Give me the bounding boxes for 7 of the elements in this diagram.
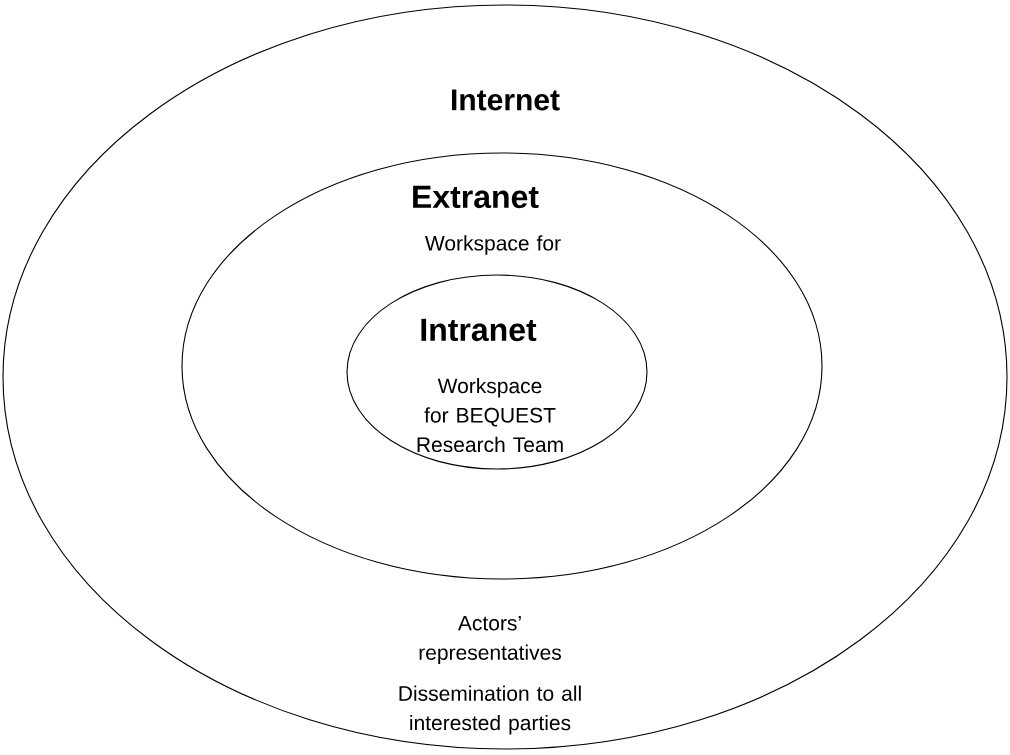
heading: Internet <box>452 89 560 111</box>
heading: Extranet <box>413 185 539 209</box>
description-text: Workspace for <box>425 235 561 255</box>
description-text: Dissemination to all interested parties <box>399 685 581 735</box>
heading: Intranet <box>421 318 537 342</box>
description-text: Workspace for BEQUEST Research Team <box>417 377 563 453</box>
description-text: Actors’ representatives <box>419 615 561 665</box>
